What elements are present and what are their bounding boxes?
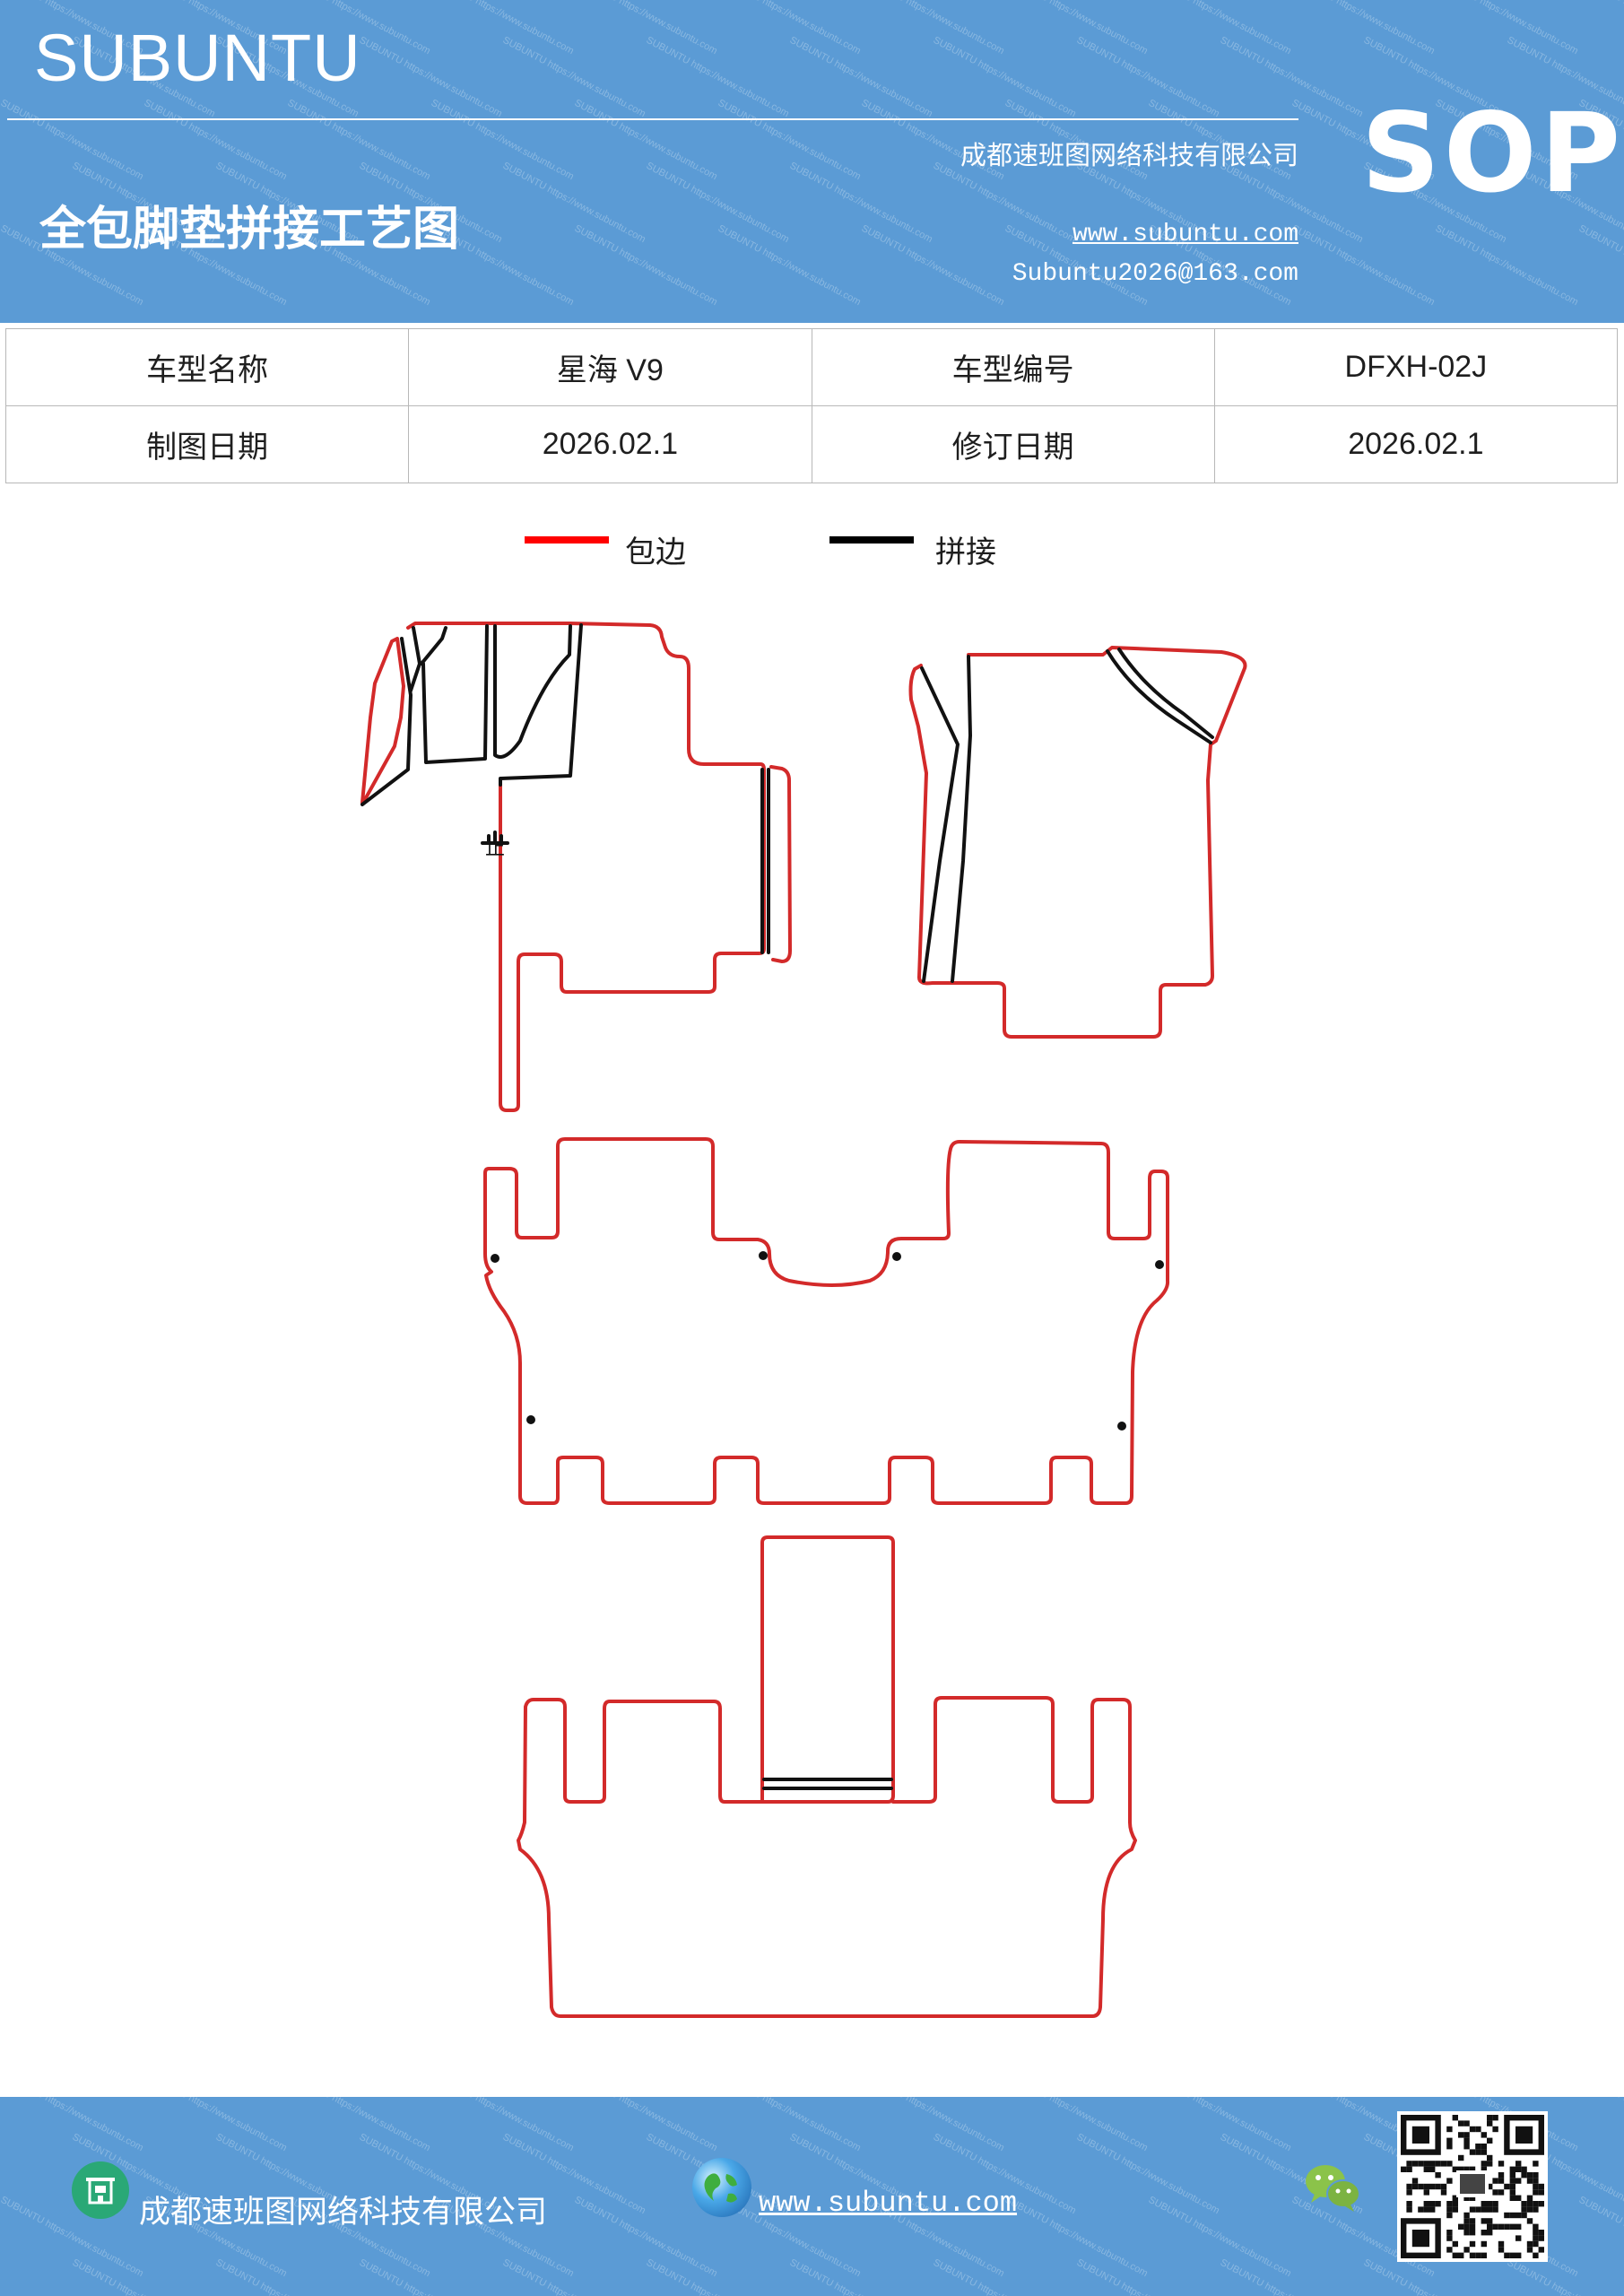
mat-front-left-outline: [360, 622, 766, 1112]
wechat-icon[interactable]: [1300, 2158, 1365, 2215]
legend-edge-swatch: [525, 536, 609, 544]
legend-edge-label: 包边: [625, 535, 686, 570]
table-row: 车型名称 星海 V9 车型编号 DFXH-02J: [4, 328, 1619, 406]
mat-third-row-seam: [762, 1778, 893, 1790]
clip-hole: [526, 1415, 535, 1424]
clip-hole: [1117, 1422, 1126, 1431]
model-code-label: 车型编号: [811, 328, 1215, 406]
watermark-text: SUBUNTU https://www.subuntu.com: [0, 2097, 146, 2154]
watermark-text: SUBUNTU https://www.subuntu.com: [1362, 2257, 1508, 2296]
watermark-text: SUBUNTU https://www.subuntu.com: [645, 2257, 791, 2296]
mat-second-row-outline: [483, 1137, 1170, 1505]
watermark-text: SUBUNTU https://www.subuntu.com: [501, 2257, 647, 2296]
email-address: Subuntu2026@163.com: [1012, 260, 1298, 288]
mat-front-right-seams: [920, 648, 1214, 983]
page-title: 全包脚垫拼接工艺图: [39, 202, 460, 257]
header-divider: [7, 118, 1298, 120]
legend-seam-swatch: [829, 536, 914, 544]
watermark-text: SUBUNTU https://www.subuntu.com: [143, 2097, 290, 2154]
mat-front-left-seams: [360, 623, 770, 954]
watermark-text: SUBUNTU https://www.subuntu.com: [1003, 2097, 1151, 2154]
mat-front-right-outline: [908, 646, 1247, 1039]
watermark-text: SUBUNTU https://www.subuntu.com: [71, 2257, 217, 2296]
revision-date-value: 2026.02.1: [1213, 405, 1619, 483]
watermark-text: SUBUNTU https://www.subuntu.com: [788, 2257, 934, 2296]
qr-code[interactable]: [1397, 2111, 1548, 2262]
watermark-text: SUBUNTU https://www.subuntu.com: [1075, 2257, 1221, 2296]
legend-seam-label: 拼接: [935, 535, 996, 570]
draw-date-label: 制图日期: [4, 405, 410, 483]
watermark-text: SUBUNTU https://www.subuntu.com: [1147, 2097, 1294, 2154]
mat-front-left-side-strip: [769, 765, 792, 963]
watermark-text: SUBUNTU https://www.subuntu.com: [286, 2097, 433, 2154]
model-code-value: DFXH-02J: [1213, 328, 1619, 406]
clip-hole: [759, 1251, 768, 1260]
footer-company-name: 成都速班图网络科技有限公司: [139, 2195, 548, 2231]
building-icon: [72, 2161, 129, 2219]
watermark-text: SUBUNTU https://www.subuntu.com: [716, 2097, 864, 2154]
watermark-text: SUBUNTU https://www.subuntu.com: [1219, 2257, 1365, 2296]
watermark-text: SUBUNTU https://www.subuntu.com: [358, 2257, 504, 2296]
draw-date-value: 2026.02.1: [408, 405, 812, 483]
brand-name: SUBUNTU: [34, 21, 361, 95]
model-name-value: 星海 V9: [408, 328, 812, 406]
watermark-text: SUBUNTU https://www.subuntu.com: [1577, 2097, 1624, 2154]
watermark-text: SUBUNTU https://www.subuntu.com: [1577, 2194, 1624, 2280]
watermark-text: SUBUNTU https://www.subuntu.com: [573, 2097, 720, 2154]
vehicle-info-table: 车型名称 星海 V9 车型编号 DFXH-02J 制图日期 2026.02.1 …: [4, 328, 1619, 483]
mat-second-row-clip-holes: [491, 1251, 1164, 1431]
watermark-text: SUBUNTU https://www.subuntu.com: [214, 2257, 360, 2296]
company-name: 成都速班图网络科技有限公司: [960, 140, 1298, 170]
table-row: 制图日期 2026.02.1 修订日期 2026.02.1: [4, 405, 1619, 483]
revision-date-label: 修订日期: [811, 405, 1215, 483]
mat-third-row-outline: [517, 1535, 1137, 2018]
clip-hole: [1155, 1260, 1164, 1269]
watermark-text: SUBUNTU https://www.subuntu.com: [932, 2257, 1078, 2296]
clip-hole: [491, 1254, 499, 1263]
footer-website-link[interactable]: www.subuntu.com: [759, 2187, 1018, 2220]
clip-hole: [892, 1252, 901, 1261]
watermark-text: SUBUNTU https://www.subuntu.com: [860, 2097, 1007, 2154]
stop-marker: 止: [485, 838, 505, 860]
globe-icon: [692, 2158, 751, 2217]
model-name-label: 车型名称: [4, 328, 410, 406]
watermark-text: SUBUNTU https://www.subuntu.com: [430, 2097, 577, 2154]
sop-badge: SOP: [1361, 90, 1624, 217]
website-link[interactable]: www.subuntu.com: [1072, 221, 1298, 248]
